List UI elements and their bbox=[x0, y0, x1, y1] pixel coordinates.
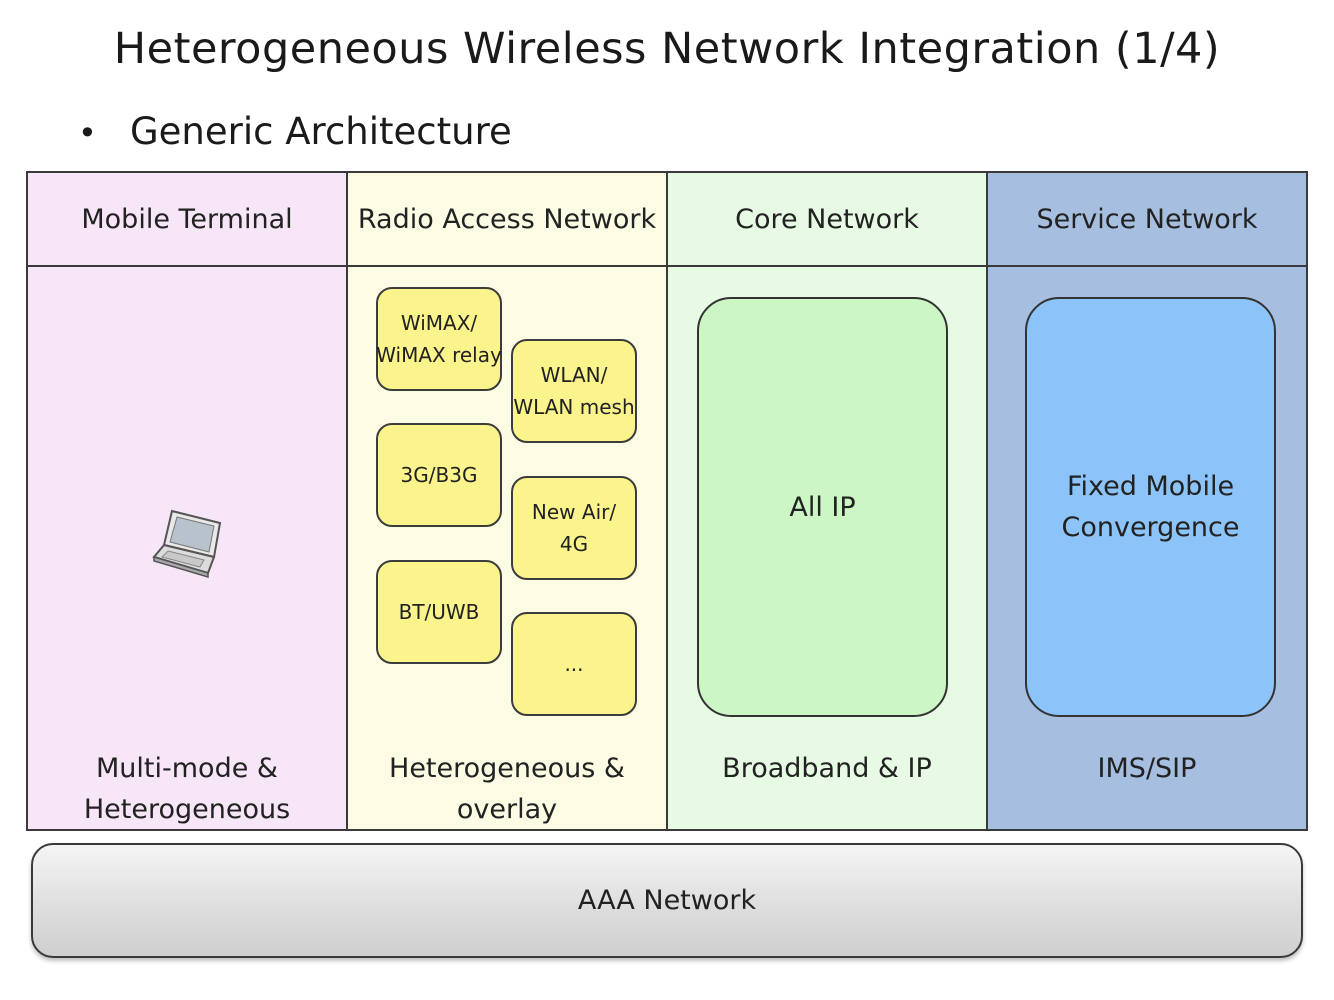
fmc-label-line1: Fixed Mobile bbox=[1066, 471, 1235, 502]
service-network-footer: IMS/SIP bbox=[988, 748, 1306, 789]
aaa-network-bar: AAA Network bbox=[31, 843, 1303, 958]
mobile-terminal-footer-line2: Heterogeneous bbox=[83, 794, 291, 825]
fixed-mobile-convergence-box: Fixed Mobile Convergence bbox=[1025, 297, 1276, 717]
radio-box-bt-uwb: BT/UWB bbox=[376, 560, 502, 664]
core-network-header: Core Network bbox=[668, 173, 986, 267]
mobile-terminal-footer: Multi-mode & Heterogeneous bbox=[28, 748, 346, 830]
bullet-text: Generic Architecture bbox=[130, 110, 512, 153]
radio-box-more: ... bbox=[511, 612, 637, 716]
radio-access-network-header: Radio Access Network bbox=[348, 173, 666, 267]
radio-box-4g-line2: 4G bbox=[559, 532, 589, 556]
page-title: Heterogeneous Wireless Network Integrati… bbox=[113, 24, 1221, 74]
laptop-icon bbox=[152, 509, 222, 579]
fmc-label-line2: Convergence bbox=[1061, 512, 1240, 543]
radio-box-wlan-line1: WLAN/ bbox=[540, 363, 608, 387]
radio-access-network-footer: Heterogeneous & overlay bbox=[348, 748, 666, 830]
mobile-terminal-header: Mobile Terminal bbox=[28, 173, 346, 267]
radio-box-bt-uwb-line1: BT/UWB bbox=[398, 600, 480, 624]
all-ip-label: All IP bbox=[789, 491, 856, 523]
radio-box-3g: 3G/B3G bbox=[376, 423, 502, 527]
radio-box-4g: New Air/ 4G bbox=[511, 476, 637, 580]
core-network-footer: Broadband & IP bbox=[668, 748, 986, 789]
mobile-terminal-footer-line1: Multi-mode & bbox=[96, 753, 278, 784]
radio-box-4g-line1: New Air/ bbox=[531, 500, 617, 524]
aaa-network-label: AAA Network bbox=[577, 885, 757, 916]
radio-box-wimax: WiMAX/ WiMAX relay bbox=[376, 287, 502, 391]
radio-box-3g-line1: 3G/B3G bbox=[400, 463, 478, 487]
radio-box-wlan: WLAN/ WLAN mesh bbox=[511, 339, 637, 443]
radio-box-wlan-line2: WLAN mesh bbox=[513, 395, 635, 419]
radio-access-network-footer-line1: Heterogeneous & bbox=[389, 753, 625, 784]
service-network-footer-line1: IMS/SIP bbox=[1097, 753, 1197, 784]
radio-box-wimax-line2: WiMAX relay bbox=[376, 343, 502, 367]
mobile-terminal-column: Mobile Terminal Multi-mode & Heterogeneo… bbox=[26, 171, 348, 831]
service-network-header: Service Network bbox=[988, 173, 1306, 267]
bullet-dot-icon: • bbox=[78, 114, 97, 152]
all-ip-box: All IP bbox=[697, 297, 948, 717]
bullet-item: • Generic Architecture bbox=[78, 110, 512, 153]
radio-box-wimax-line1: WiMAX/ bbox=[400, 311, 478, 335]
radio-box-more-line1: ... bbox=[564, 652, 584, 676]
radio-access-network-footer-line2: overlay bbox=[456, 794, 558, 825]
core-network-footer-line1: Broadband & IP bbox=[722, 753, 932, 784]
